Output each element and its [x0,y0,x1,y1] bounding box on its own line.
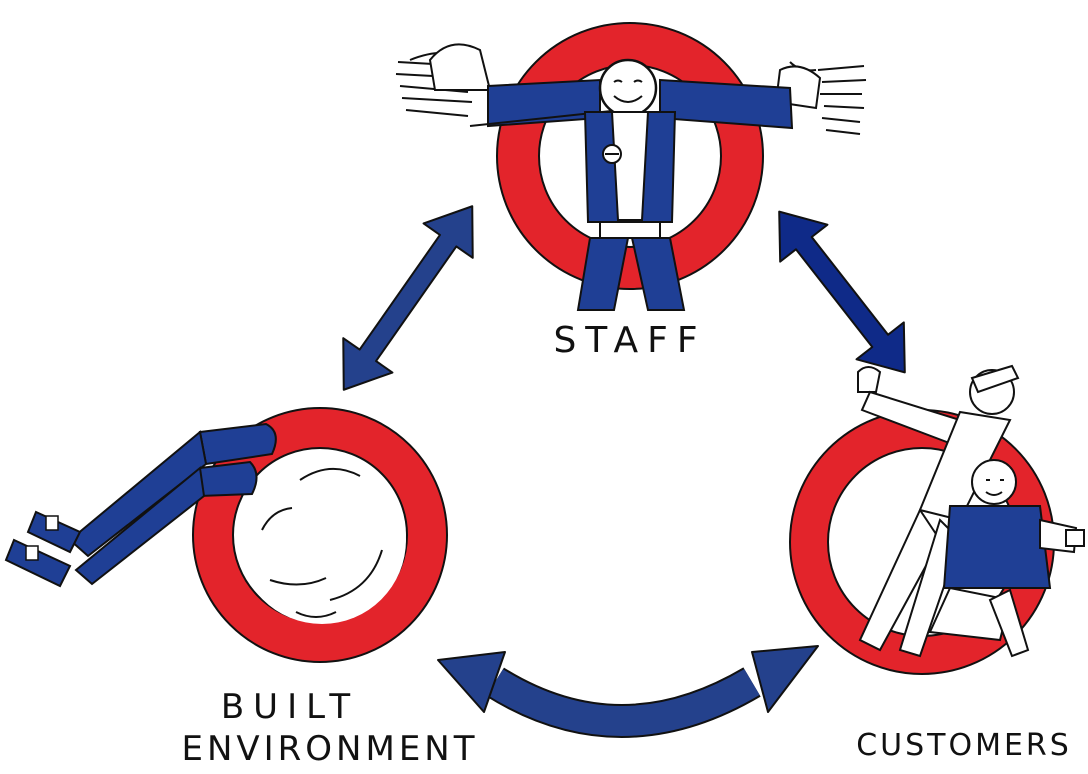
arrow-staff-built-environment [342,205,474,391]
staff-label: STAFF [553,320,706,361]
node-staff: STAFF [395,22,867,361]
staff-figure-icon [395,43,867,311]
customers-figure-icon [857,364,1085,658]
arrow-staff-customers [778,210,906,374]
arrow-built-environment-customers [437,645,819,738]
arrows [342,205,906,738]
staff-ring [497,23,763,289]
built-environment-label-line2: ENVIRONMENT [181,729,478,769]
built-environment-ring [193,408,447,662]
node-built-environment: BUILT ENVIRONMENT [4,407,478,769]
node-customers: CUSTOMERS [789,364,1085,763]
wheelchair-icon [4,422,406,624]
customers-label: CUSTOMERS [856,728,1072,763]
built-environment-label-line1: BUILT [221,687,359,727]
